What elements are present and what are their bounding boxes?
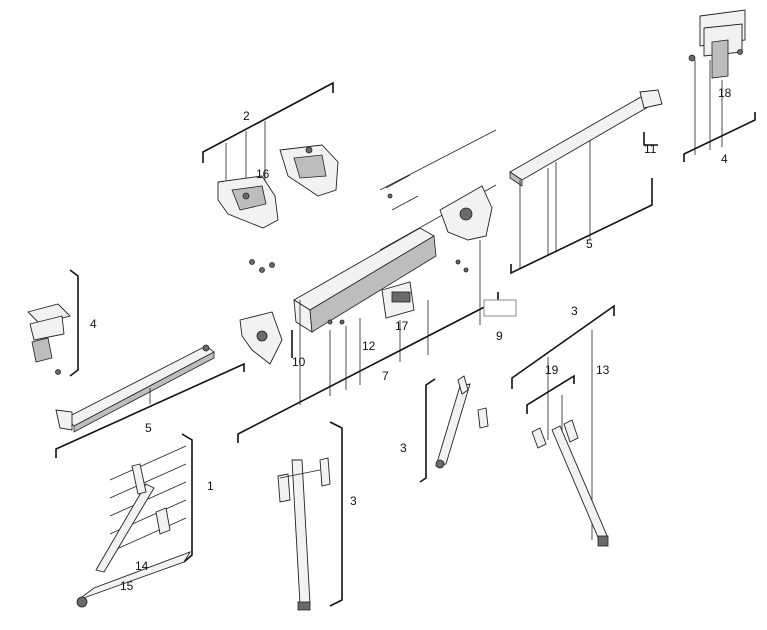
- leg-assembly-1: [76, 433, 193, 608]
- callout-18: 18: [718, 86, 732, 100]
- clamp-assembly-left: [27, 269, 79, 377]
- callout-14: 14: [135, 559, 149, 573]
- callout-9: 9: [496, 329, 503, 343]
- leg-assembly-right: [511, 304, 615, 547]
- callout-4-left: 4: [90, 317, 97, 331]
- callout-12: 12: [362, 339, 376, 353]
- callout-11: 11: [644, 142, 657, 156]
- leg-assembly-bottom: [277, 421, 343, 611]
- table-body-group-7: [237, 129, 499, 443]
- callout-3-top: 3: [571, 304, 578, 318]
- callout-2: 2: [243, 109, 250, 123]
- label-plate: [483, 299, 517, 317]
- bracket-group-2: [202, 81, 339, 229]
- callout-10: 10: [292, 355, 306, 369]
- callout-1: 1: [207, 479, 214, 493]
- callout-5-left: 5: [145, 421, 152, 435]
- callout-4-top-right: 4: [721, 152, 728, 166]
- callout-13: 13: [596, 363, 610, 377]
- callout-7: 7: [382, 369, 389, 383]
- rail-assembly-left: [55, 344, 245, 458]
- clamp-assembly-top-right: [683, 9, 756, 162]
- rail-assembly-right: [509, 89, 663, 275]
- leg-assembly-middle: [419, 375, 489, 483]
- callout-15: 15: [120, 579, 134, 593]
- callout-17: 17: [395, 319, 409, 333]
- callout-3-mid: 3: [400, 441, 407, 455]
- fastener-cluster: [249, 193, 469, 325]
- callout-3-bottom: 3: [350, 494, 357, 508]
- callout-5-right: 5: [586, 237, 593, 251]
- callout-19: 19: [545, 363, 559, 377]
- callout-16: 16: [256, 167, 270, 181]
